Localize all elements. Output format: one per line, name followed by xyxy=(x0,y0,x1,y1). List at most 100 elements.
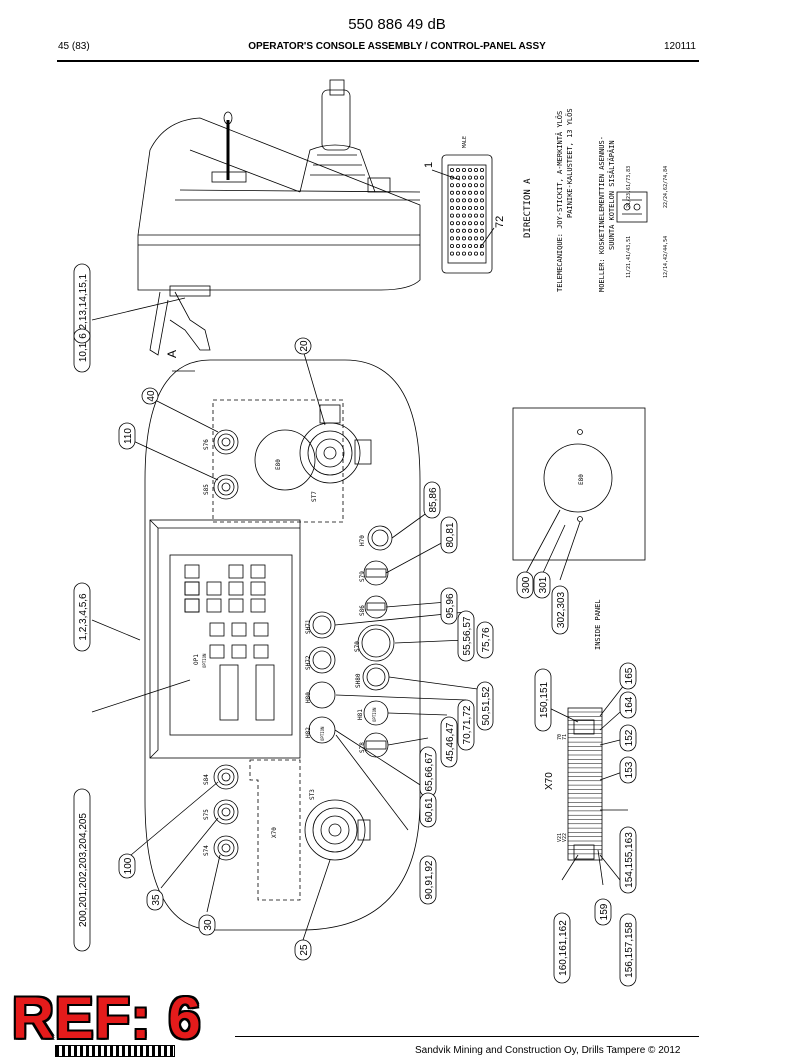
callout-number: 150,151 xyxy=(539,681,550,718)
inside-panel xyxy=(512,407,646,561)
callout-number: 75,76 xyxy=(481,627,492,652)
keypad-key xyxy=(250,581,266,596)
connector-pin xyxy=(479,243,484,248)
connector-pin xyxy=(461,167,466,172)
connector-pin xyxy=(479,251,484,256)
contact-a2: 12/14,42/44,54 xyxy=(663,236,669,278)
label-sh71: SH71 xyxy=(305,619,312,634)
label-st3: ST3 xyxy=(309,789,316,800)
keypad-key xyxy=(250,564,266,579)
button-s75 xyxy=(213,799,239,825)
label-h81-option: OPTION xyxy=(372,707,377,722)
callout-100: 100 xyxy=(118,853,136,879)
connector-male xyxy=(441,154,493,274)
callout-40: 40 xyxy=(141,387,159,405)
connector-pin xyxy=(461,198,466,203)
label-inside-e80: E80 xyxy=(578,474,585,485)
connector-pin xyxy=(473,243,478,248)
label-h82: H82 xyxy=(305,727,312,738)
callout-302: 302,303 xyxy=(551,585,569,635)
callout-number: 100 xyxy=(123,857,134,874)
callout-number: 50,51,52 xyxy=(481,686,492,725)
label-x70-big: X70 xyxy=(544,772,555,790)
connector-pin xyxy=(449,243,454,248)
callout-number: 159 xyxy=(599,903,610,920)
label-inside-panel: INSIDE PANEL xyxy=(594,599,602,650)
label-x70-t2: 71 xyxy=(562,734,568,740)
connector-pin xyxy=(461,183,466,188)
connector-pin xyxy=(467,183,472,188)
label-x70-t4: V22 xyxy=(562,833,568,842)
callout-number: 165 xyxy=(624,667,635,684)
connector-pin xyxy=(467,205,472,210)
callout-150: 150,151 xyxy=(534,668,552,732)
callout-1_2_6: 1,2,3,4,5,6 xyxy=(73,582,91,652)
keypad-key xyxy=(184,598,200,613)
connector-pin xyxy=(473,198,478,203)
connector-pin xyxy=(449,236,454,241)
keypad-key xyxy=(228,564,244,579)
callout-number: 55,56,57 xyxy=(462,616,473,655)
keypad-key xyxy=(184,581,200,596)
contact-b2: 22/24,62/74,84 xyxy=(663,166,669,208)
connector-pin xyxy=(467,167,472,172)
callout-number: 1,2,3,4,5,6 xyxy=(78,593,89,641)
connector-pin xyxy=(455,205,460,210)
keypad-key xyxy=(206,598,222,613)
connector-pin xyxy=(473,190,478,195)
contact-a1: 11/21,41/43,51 xyxy=(626,236,632,278)
selector-s86 xyxy=(364,595,388,619)
connector-pin xyxy=(467,221,472,226)
header-divider xyxy=(57,60,699,62)
connector-pin xyxy=(467,251,472,256)
connector-pin xyxy=(461,243,466,248)
callout-95: 95,96 xyxy=(440,587,458,625)
selector-s79 xyxy=(363,560,389,586)
callout-number: 164 xyxy=(624,696,635,713)
callout-80: 80,81 xyxy=(440,516,458,554)
inside-panel-e80 xyxy=(543,443,613,513)
connector-pin xyxy=(449,190,454,195)
arrow-a-label: A xyxy=(165,350,179,358)
label-pin-72: 72 xyxy=(494,216,506,228)
connector-pin xyxy=(479,190,484,195)
page-number: 45 (83) xyxy=(58,41,90,52)
keypad-key xyxy=(184,598,200,613)
document-date: 120111 xyxy=(664,41,696,52)
keypad-key xyxy=(250,598,266,613)
label-h70: H70 xyxy=(359,535,366,546)
console-side-view xyxy=(137,79,421,356)
connector-pin xyxy=(461,221,466,226)
callout-number: 10,11,12,13,14,15,1 xyxy=(78,273,89,362)
callout-55: 55,56,57 xyxy=(457,610,475,662)
callout-30: 30 xyxy=(198,914,216,936)
footer-divider xyxy=(235,1036,699,1037)
callout-number: 20 xyxy=(299,340,310,352)
label-s74: S74 xyxy=(203,845,210,856)
label-male: MALE xyxy=(462,136,468,148)
note-telemecanique-2: PAINIKE-KALUSTEET, 13 YLÖS xyxy=(565,108,574,218)
connector-pin xyxy=(449,221,454,226)
callout-70: 70,71,72 xyxy=(457,699,475,751)
connector-pin xyxy=(449,183,454,188)
connector-pin xyxy=(479,198,484,203)
callout-number: 85,86 xyxy=(428,487,439,512)
connector-pin xyxy=(455,236,460,241)
connector-pin xyxy=(473,221,478,226)
connector-pin xyxy=(467,175,472,180)
callout-50: 50,51,52 xyxy=(476,681,494,731)
button-s74 xyxy=(213,835,239,861)
connector-pin xyxy=(449,167,454,172)
control-panel-outline xyxy=(144,359,421,931)
inside-panel-screw-bottom xyxy=(577,516,583,522)
callout-65: 65,66,67 xyxy=(419,746,437,798)
label-direction-a: DIRECTION A xyxy=(523,178,533,238)
callout-300: 300 xyxy=(516,571,534,599)
callout-160: 160,161,162 xyxy=(553,912,571,984)
callout-165: 165 xyxy=(619,662,637,690)
connector-pin xyxy=(467,243,472,248)
connector-pin xyxy=(467,236,472,241)
connector-pin xyxy=(467,228,472,233)
label-s85: S85 xyxy=(203,484,210,495)
